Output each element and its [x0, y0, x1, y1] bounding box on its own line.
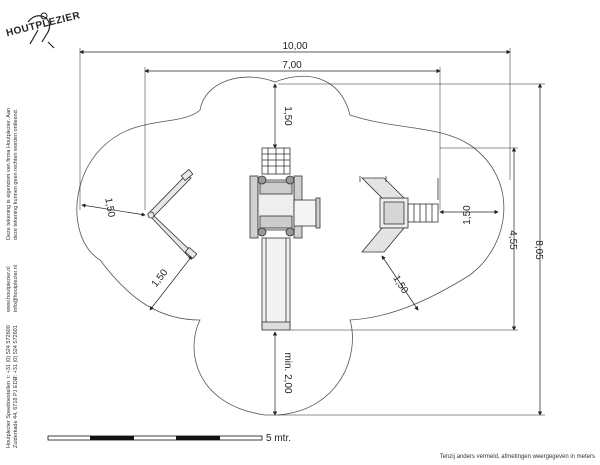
dimension-right-gap: 1,50: [439, 205, 499, 225]
dimension-top-gap: 1,50: [272, 83, 293, 149]
company-fax: f: +31 (0) 524 572601: [13, 325, 19, 378]
houtplezier-logo: HOUTPLEZIER: [5, 10, 82, 49]
copyright-line2: deze tekening kunnen geen rechten worden…: [13, 108, 19, 240]
left-lower-gap-label: 1,50: [150, 267, 171, 289]
company-email: info@houtplezier.nl: [13, 265, 19, 312]
right-tower: [359, 176, 439, 253]
central-tower: [249, 147, 321, 331]
left-v-element: [147, 168, 198, 260]
inner-height-label: 4,55: [507, 230, 518, 250]
dimension-inner-width: 7,00: [144, 60, 441, 210]
right-gap-label: 1,50: [462, 205, 473, 225]
right-lower-gap-label: 1,50: [390, 274, 410, 297]
safety-zone-outline: [76, 75, 505, 416]
dimension-bottom-gap: min. 2,00: [272, 331, 293, 416]
company-line1: Houtplezier Speeltoestellen: [6, 381, 12, 448]
dimension-total-width: 10,00: [79, 41, 511, 210]
company-web: www.houtplezier.nl: [6, 266, 12, 313]
bottom-gap-label: min. 2,00: [282, 352, 293, 394]
dimension-left-lower-gap: 1,50: [149, 255, 193, 311]
left-gap-label: 1,50: [102, 197, 116, 219]
inner-width-label: 7,00: [282, 60, 302, 71]
total-height-label: 8,05: [533, 240, 544, 260]
total-width-label: 10,00: [282, 41, 307, 52]
company-line2: Zuiderkade 44, 6718 PJ EDE: [13, 376, 19, 448]
footer-note: Tenzij anders vermeld, afmetingen weerge…: [440, 454, 595, 460]
dimension-inner-height: 4,55: [290, 147, 518, 331]
scale-bar: 5 mtr.: [47, 433, 291, 444]
side-company-info: Houtplezier Speeltoestellen Zuiderkade 4…: [6, 108, 19, 448]
scale-bar-label: 5 mtr.: [266, 433, 291, 444]
dimension-right-lower-gap: 1,50: [381, 255, 419, 311]
top-gap-label: 1,50: [282, 106, 293, 126]
dimension-left-gap: 1,50: [81, 197, 146, 219]
copyright-line1: Deze tekening is eigendom van firma Hout…: [6, 108, 12, 240]
logo-text: HOUTPLEZIER: [5, 10, 82, 39]
company-phone: t: +31 (0) 524 572600: [6, 325, 12, 378]
dimension-total-height: 8,05: [278, 83, 545, 416]
